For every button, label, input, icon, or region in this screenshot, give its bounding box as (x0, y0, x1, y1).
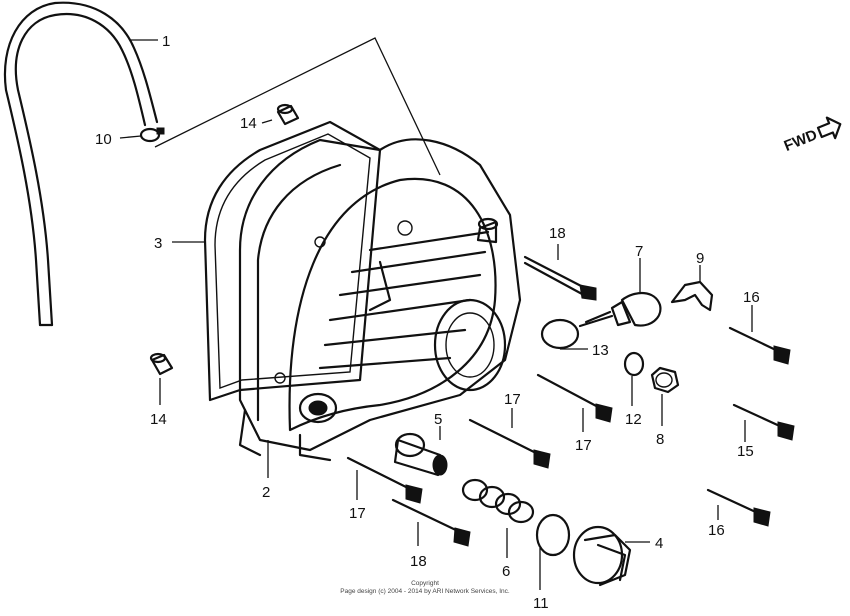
fwd-label: FWD (782, 126, 820, 155)
bolt-17-lower[interactable] (346, 456, 423, 504)
callout-16-top: 16 (743, 289, 760, 306)
callout-18-top: 18 (549, 225, 566, 242)
o-ring-13[interactable] (540, 318, 580, 350)
strainer-spring[interactable] (461, 478, 535, 524)
callout-1: 1 (162, 33, 170, 50)
forward-arrow-indicator: FWD (782, 116, 842, 155)
copyright-notice: Copyright Page design (c) 2004 - 2014 by… (300, 580, 550, 596)
callout-8: 8 (656, 431, 664, 448)
callout-14-top: 14 (240, 115, 257, 132)
callout-17-lower: 17 (349, 505, 366, 522)
callout-17-center: 17 (575, 437, 592, 454)
bolt-16-right-top[interactable] (728, 326, 791, 365)
callout-10: 10 (95, 131, 112, 148)
dowel-pin-top[interactable] (276, 103, 300, 126)
bolt-18-top[interactable] (523, 255, 597, 301)
callout-3: 3 (154, 235, 162, 252)
callout-9: 9 (696, 250, 704, 267)
bolt-16-right-bottom[interactable] (706, 488, 771, 527)
callout-6: 6 (502, 563, 510, 580)
bolt-17-mid[interactable] (468, 418, 551, 469)
hose-clip[interactable] (139, 127, 165, 143)
bolt-18-lower[interactable] (391, 498, 471, 547)
callout-15: 15 (737, 443, 754, 460)
copyright-line-1: Copyright (411, 580, 439, 587)
callout-2: 2 (262, 484, 270, 501)
callout-14-left: 14 (150, 411, 167, 428)
copyright-line-2: Page design (c) 2004 - 2014 by ARI Netwo… (340, 588, 510, 595)
crankcase-cover[interactable] (238, 138, 522, 462)
callout-12: 12 (625, 411, 642, 428)
o-ring-large[interactable] (535, 513, 571, 557)
dowel-pin-left[interactable] (149, 352, 174, 376)
drain-cap[interactable] (572, 525, 632, 587)
callout-labels: 1 2 3 4 5 6 7 8 9 10 11 12 13 14 14 15 1… (95, 33, 760, 612)
breather-hose[interactable] (3, 1, 159, 327)
oil-strainer[interactable] (393, 432, 448, 477)
leader-lines (119, 37, 753, 590)
callout-7: 7 (635, 243, 643, 260)
plug[interactable] (650, 366, 680, 394)
callout-11: 11 (533, 595, 549, 612)
callout-4: 4 (655, 535, 663, 552)
callout-17-mid: 17 (504, 391, 521, 408)
callout-18-lower: 18 (410, 553, 427, 570)
bolt-17-center[interactable] (536, 373, 613, 423)
callout-16-bottom: 16 (708, 522, 725, 539)
bracket[interactable] (670, 280, 714, 312)
washer[interactable] (623, 351, 645, 377)
bolt-15[interactable] (732, 403, 795, 441)
tensioner-assembly[interactable] (578, 292, 662, 328)
callout-5: 5 (434, 411, 442, 428)
callout-13: 13 (592, 342, 609, 359)
